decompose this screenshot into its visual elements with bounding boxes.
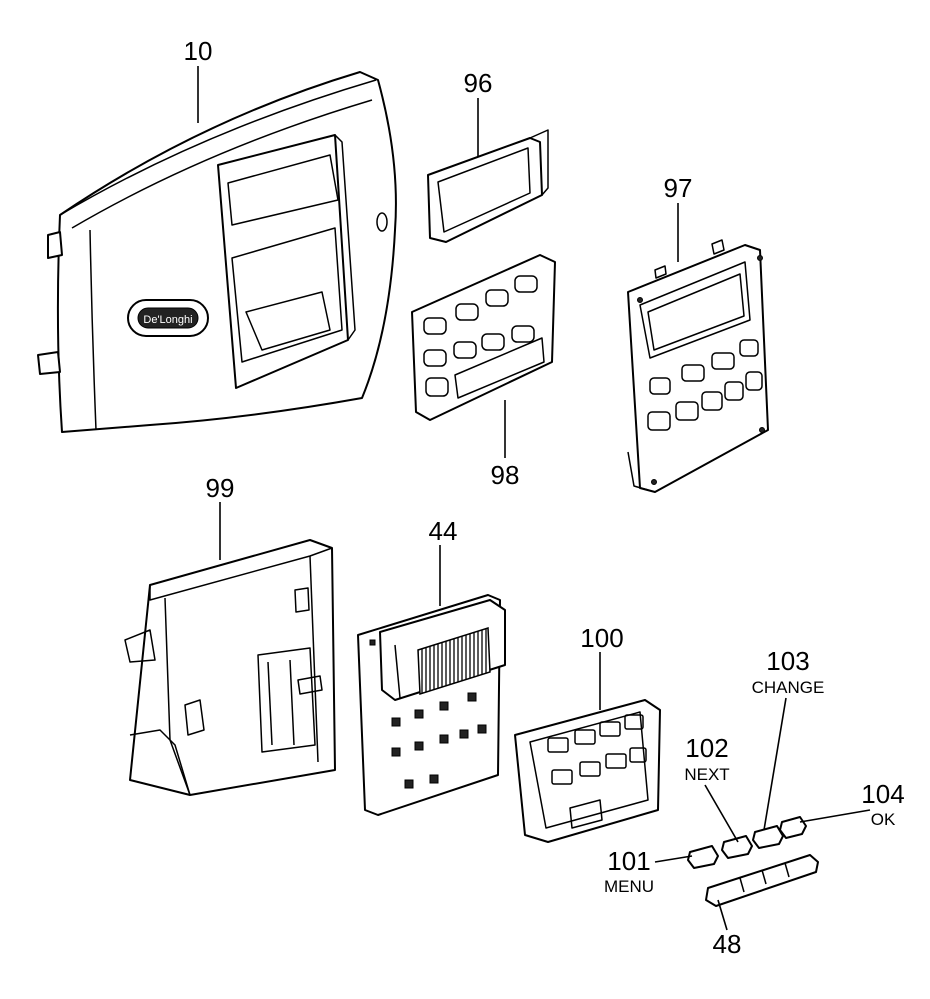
part-44-circuit-board [357, 594, 506, 816]
part-96-display-window [427, 129, 549, 243]
label-48: 48 [713, 929, 742, 959]
part-labels: 10 96 97 98 99 44 100 103 CHANGE 102 NEX… [184, 36, 905, 959]
label-101: 101 [607, 846, 650, 876]
label-104-name: OK [871, 810, 896, 829]
part-98-keypad-membrane [411, 254, 556, 421]
label-102-name: NEXT [684, 765, 729, 784]
part-101-menu-button [687, 845, 719, 869]
label-101-name: MENU [604, 877, 654, 896]
label-44: 44 [429, 516, 458, 546]
label-99: 99 [206, 473, 235, 503]
label-102: 102 [685, 733, 728, 763]
part-99-rear-housing [124, 539, 336, 796]
label-104: 104 [861, 779, 904, 809]
label-96: 96 [464, 68, 493, 98]
svg-text:De'Longhi: De'Longhi [143, 314, 192, 326]
part-97-front-panel [627, 239, 769, 493]
part-48-button-strip [705, 854, 819, 907]
part-104-ok-button [779, 816, 807, 839]
label-97: 97 [664, 173, 693, 203]
leader-lines [197, 66, 871, 931]
label-10: 10 [184, 36, 213, 66]
label-103: 103 [766, 646, 809, 676]
label-98: 98 [491, 460, 520, 490]
part-103-change-button [752, 825, 784, 849]
label-100: 100 [580, 623, 623, 653]
part-102-next-button [721, 835, 753, 859]
part-10-front-housing: De'Longhi [37, 71, 397, 433]
part-100-button-carrier [514, 699, 661, 843]
label-103-name: CHANGE [752, 678, 825, 697]
